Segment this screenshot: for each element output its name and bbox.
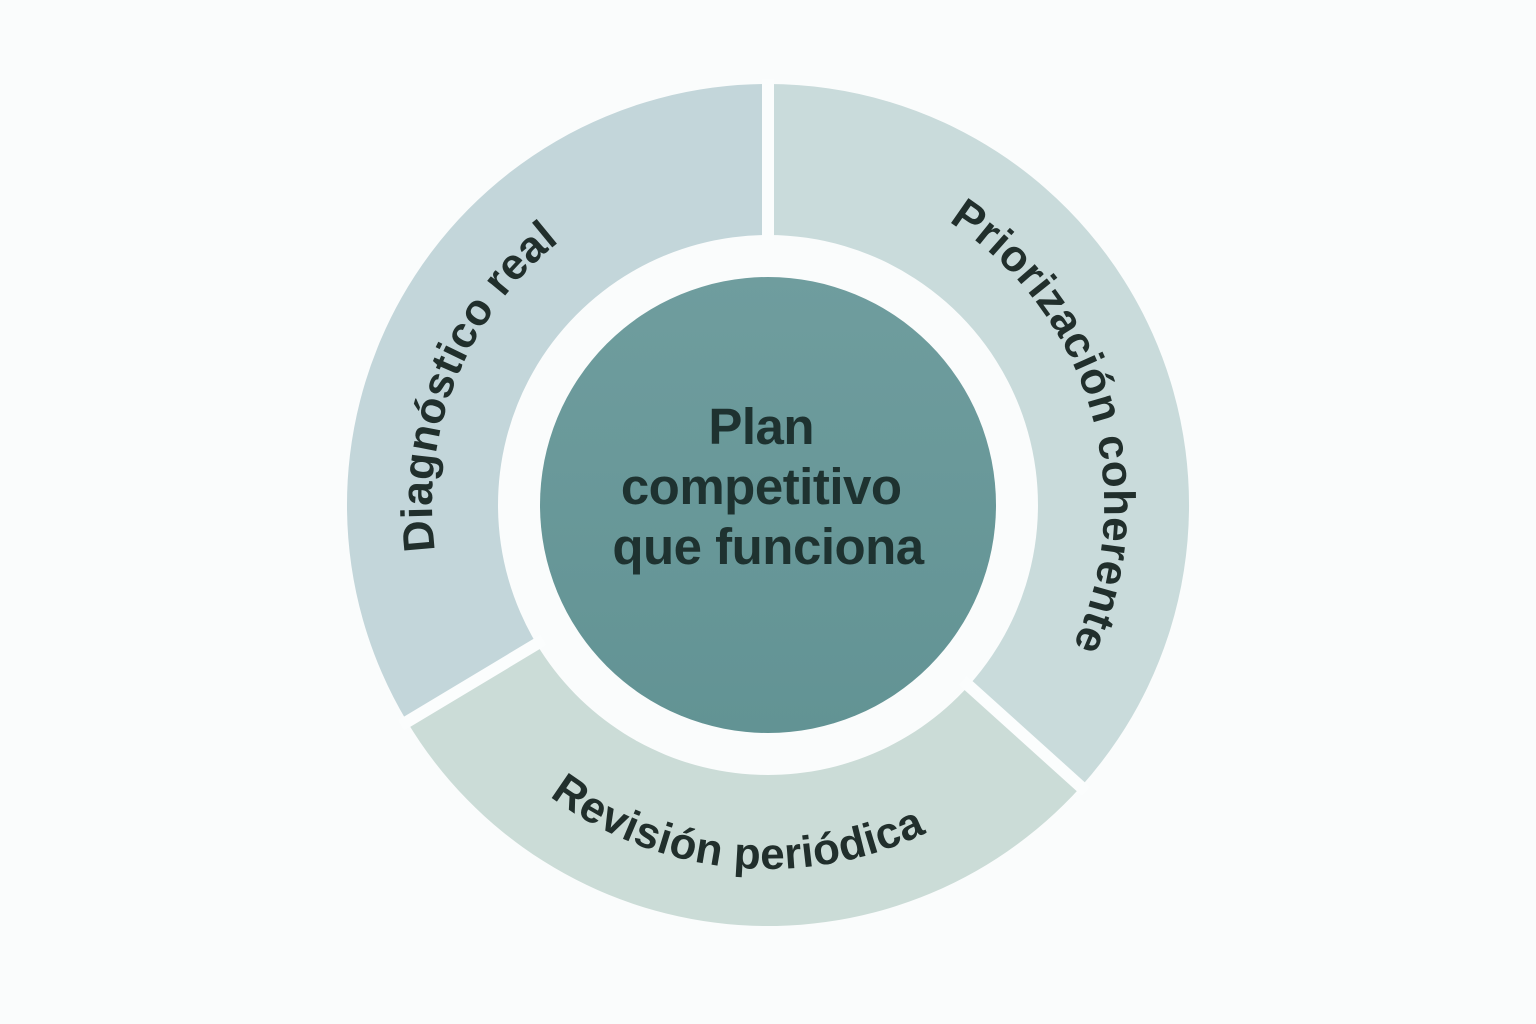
segment-divider-bottom-right <box>958 675 1091 796</box>
segment-divider-bottom-left <box>398 634 547 731</box>
segment-priorizacion-coherente <box>768 84 1190 787</box>
center-title: Plan competitivo que funciona <box>612 398 924 575</box>
center-title-line-1: Plan <box>708 398 814 455</box>
center-title-line-2: competitivo <box>621 458 902 515</box>
center-title-line-3: que funciona <box>612 518 924 575</box>
center-circle <box>540 277 996 733</box>
segment-revision-periodica <box>407 644 1081 927</box>
segment-diagnostico-real <box>346 84 768 722</box>
